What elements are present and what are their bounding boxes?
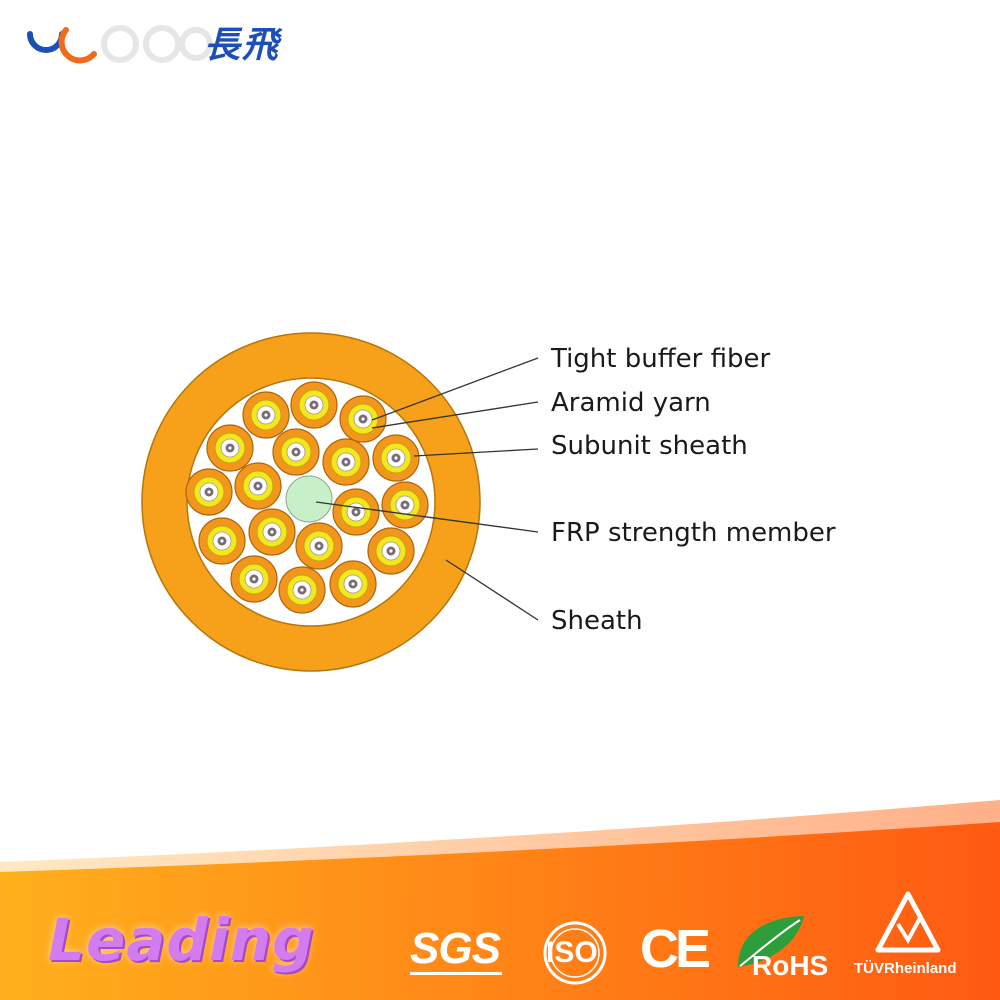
- subunit: [230, 555, 278, 603]
- iso-badge-icon: [543, 921, 607, 985]
- fiber-center: [394, 456, 398, 460]
- subunit: [339, 395, 387, 443]
- subunit: [248, 508, 296, 556]
- fiber-center: [270, 530, 274, 534]
- fiber-center: [351, 582, 355, 586]
- subunit: [329, 560, 377, 608]
- sgs-underline: [410, 972, 502, 975]
- fiber-center: [294, 450, 298, 454]
- iso-badge: ISO: [546, 936, 598, 969]
- subunit: [198, 517, 246, 565]
- subunit: [290, 381, 338, 429]
- fiber-center: [228, 446, 232, 450]
- subunit: [295, 522, 343, 570]
- fiber-center: [403, 503, 407, 507]
- leader-tight-buffer-fiber: [371, 357, 539, 421]
- subunit: [381, 481, 429, 529]
- fiber-center: [264, 413, 268, 417]
- subunit: [372, 434, 420, 482]
- label-sheath: Sheath: [551, 606, 643, 636]
- fiber-center: [354, 510, 358, 514]
- leader-frp-strength-member: [315, 501, 539, 533]
- fiber-center: [389, 549, 393, 553]
- subunit: [185, 468, 233, 516]
- fiber-center: [220, 539, 224, 543]
- fiber-center: [344, 460, 348, 464]
- rohs-badge: RoHS: [752, 950, 829, 981]
- frp-strength-member: [285, 475, 333, 523]
- label-frp-strength-member: FRP strength member: [551, 518, 836, 548]
- fiber-center: [312, 403, 316, 407]
- subunit: [367, 527, 415, 575]
- leader-sheath: [445, 559, 539, 621]
- fiber-center: [361, 417, 365, 421]
- subunit: [272, 428, 320, 476]
- label-aramid-yarn: Aramid yarn: [551, 388, 711, 418]
- subunit-group: [185, 381, 429, 614]
- tuv-triangle-icon: [875, 891, 941, 953]
- fiber-center: [252, 577, 256, 581]
- subunit: [278, 566, 326, 614]
- fiber-center: [256, 484, 260, 488]
- leader-aramid-yarn: [371, 401, 539, 429]
- brand-text: 長飛: [204, 24, 281, 66]
- tuv-badge: TÜVRheinland: [854, 960, 957, 977]
- subunit: [332, 488, 380, 536]
- sgs-badge: SGS: [410, 924, 501, 973]
- subunit: [234, 462, 282, 510]
- subunit: [322, 438, 370, 486]
- label-subunit-sheath: Subunit sheath: [551, 431, 748, 461]
- fiber-center: [207, 490, 211, 494]
- brand-logo-icon: [27, 25, 213, 64]
- subunit: [242, 391, 290, 439]
- subunit: [206, 424, 254, 472]
- leader-subunit-sheath: [413, 448, 539, 457]
- rohs-leaf-icon: [738, 916, 804, 967]
- fiber-center: [300, 588, 304, 592]
- fiber-center: [317, 544, 321, 548]
- ce-badge: CE: [640, 919, 711, 979]
- label-tight-buffer-fiber: Tight buffer fiber: [550, 344, 770, 374]
- slogan-text: Leading: [48, 906, 315, 974]
